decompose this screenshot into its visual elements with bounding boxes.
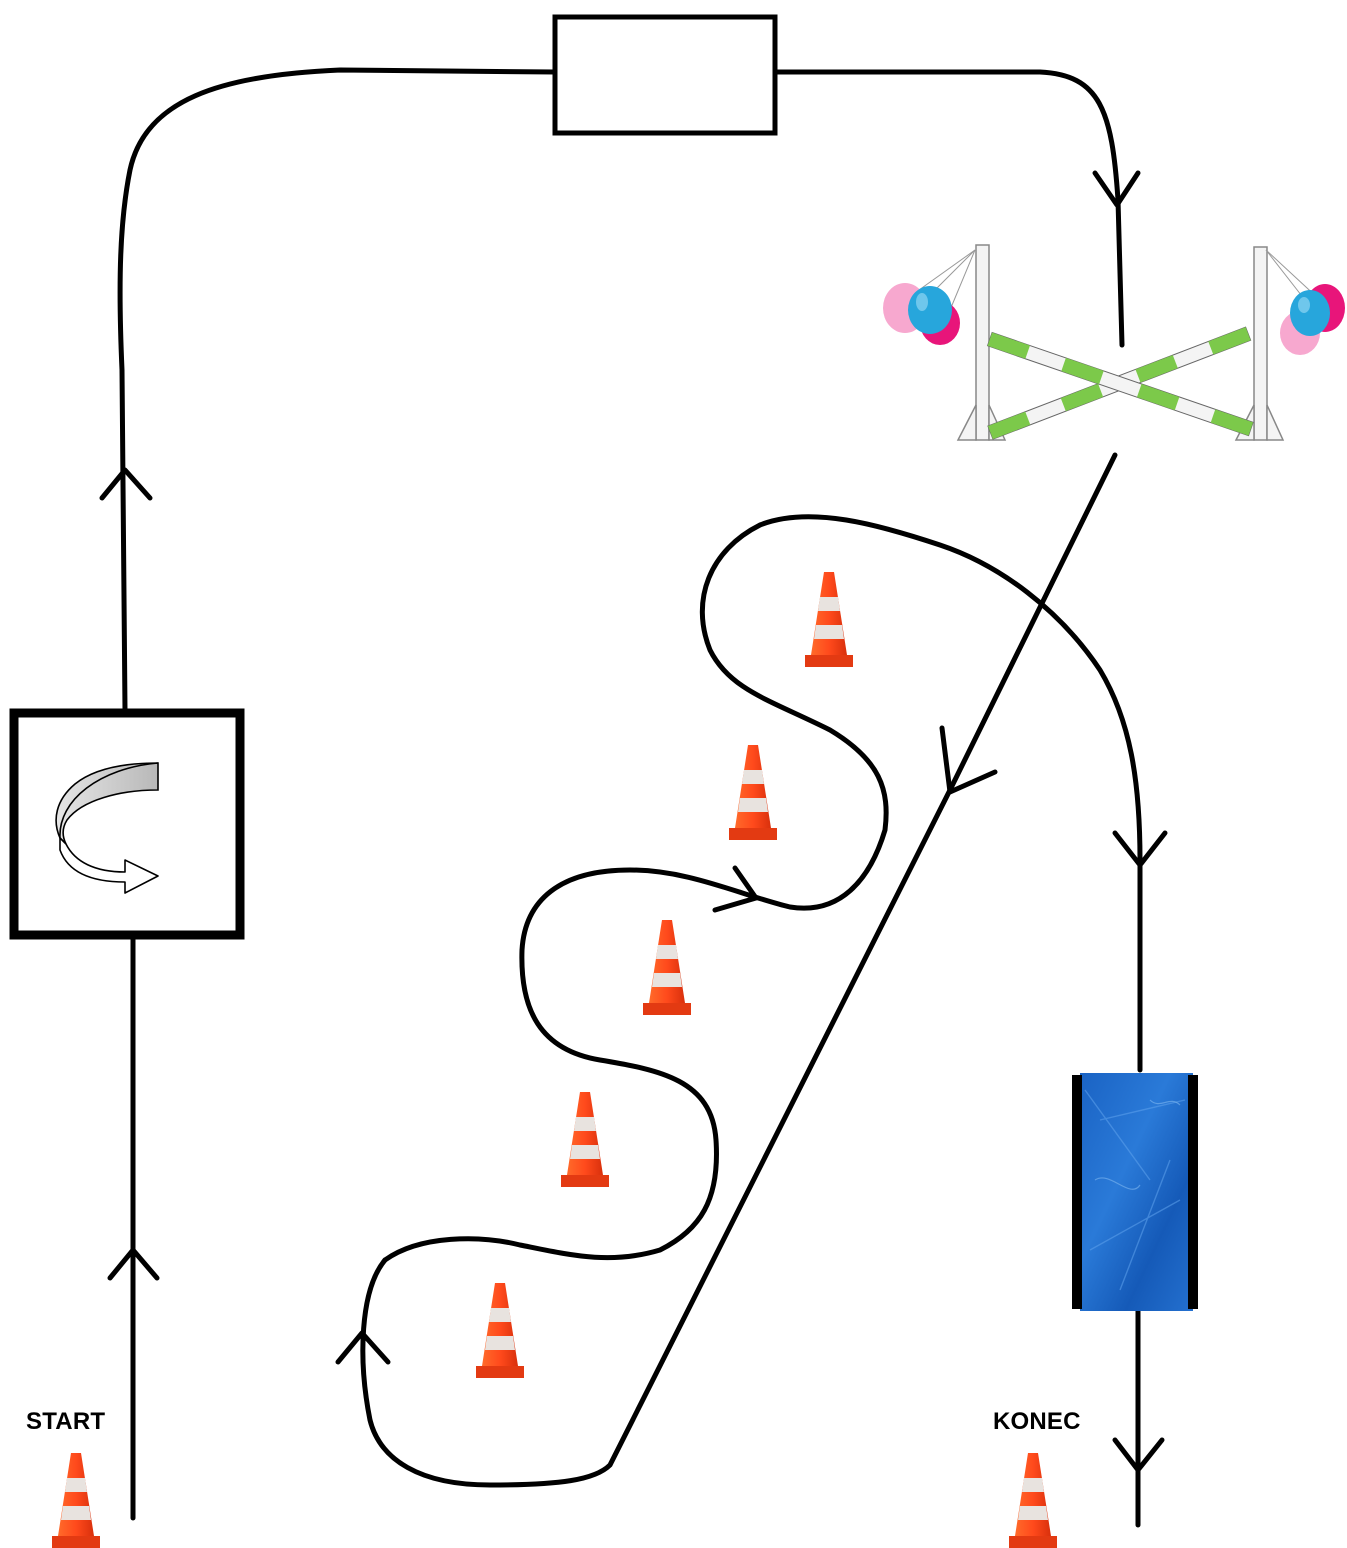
path-top-right-segment xyxy=(772,69,1125,348)
start-label: START xyxy=(26,1408,106,1435)
cross-poles-with-balloons-icon xyxy=(883,244,1345,441)
traffic-cone-icon xyxy=(643,920,691,1015)
path-slalom-segment xyxy=(382,514,1143,1263)
chevron-arrow-icon xyxy=(335,1330,391,1365)
traffic-cone-icon xyxy=(805,572,853,667)
traffic-cone-icon xyxy=(476,1283,524,1378)
end-cone-icon xyxy=(1009,1453,1057,1548)
chevron-arrow-icon xyxy=(939,725,998,795)
blue-tarp-icon xyxy=(1072,1073,1198,1311)
traffic-cone-icon xyxy=(561,1092,609,1187)
chevron-arrow-icon xyxy=(1112,1437,1165,1473)
start-cone-icon xyxy=(52,1453,100,1548)
chevron-arrow-icon xyxy=(99,467,153,501)
chevron-arrow-icon xyxy=(712,865,759,913)
balloons-left-icon xyxy=(883,249,976,345)
path-diagonal-segment xyxy=(360,452,1118,1488)
rectangle-obstacle-icon xyxy=(552,14,778,136)
direction-arrows xyxy=(99,170,1168,1473)
chevron-arrow-icon xyxy=(1112,830,1168,868)
balloons-right-icon xyxy=(1265,249,1345,355)
slalom-cones xyxy=(476,572,853,1378)
path-left-segment xyxy=(117,67,558,713)
chevron-arrow-icon xyxy=(1092,170,1141,208)
turn-box-icon xyxy=(9,708,245,940)
traffic-cone-icon xyxy=(729,745,777,840)
chevron-arrow-icon xyxy=(107,1247,160,1281)
course-path xyxy=(117,67,1143,1528)
end-label: KONEC xyxy=(993,1408,1081,1435)
